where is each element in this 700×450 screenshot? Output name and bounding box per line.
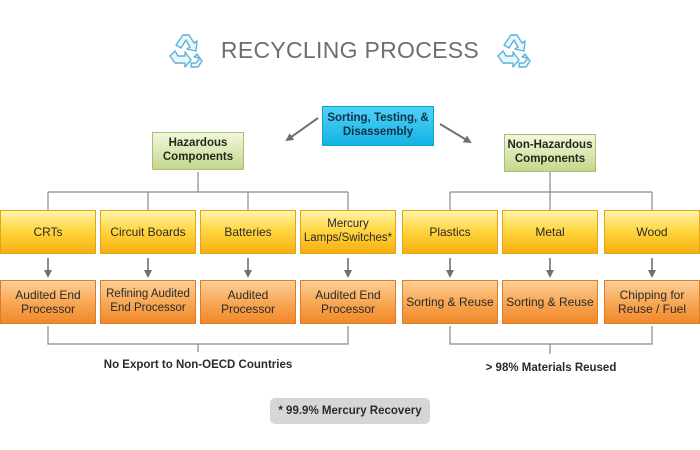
type-node-label: Batteries [224,224,272,239]
category-non-hazardous-label: Non-Hazardous Components [507,139,593,165]
processor-node-label: Sorting & Reuse [506,294,594,309]
processor-node-label: Refining Audited End Processor [106,288,190,314]
page-title: RECYCLING PROCESS [220,36,480,63]
processor-node: Audited End Processor [300,280,396,324]
recycle-icon [496,34,531,68]
processor-node-label: Audited End Processor [15,287,81,316]
type-node: Metal [502,210,598,254]
processor-node: Audited Processor [200,280,296,324]
type-node-label: Wood [636,224,668,239]
title-bar: RECYCLING PROCESS [0,30,700,74]
type-node: Batteries [200,210,296,254]
type-node: Mercury Lamps/Switches* [300,210,396,254]
recycle-icon [169,34,204,68]
category-non-hazardous: Non-Hazardous Components [504,134,596,172]
type-node-label: Metal [535,224,565,239]
processor-node-label: Sorting & Reuse [406,294,494,309]
type-node: Wood [604,210,700,254]
caption-hazardous: No Export to Non-OECD Countries [103,359,293,371]
processor-node: Audited End Processor [0,280,96,324]
non-hazardous-tree-lines [449,172,653,354]
caption-non-hazardous: > 98% Materials Reused [485,362,617,374]
down-arrows [44,258,656,278]
processor-node: Refining Audited End Processor [100,280,196,324]
type-node: Plastics [402,210,498,254]
category-hazardous-label: Hazardous Components [162,137,234,163]
processor-node-label: Chipping for Reuse / Fuel [617,287,687,316]
processor-node: Sorting & Reuse [402,280,498,324]
type-node-label: Mercury Lamps/Switches* [303,218,393,244]
arrow-root-to-hazardous [285,117,319,142]
processor-node: Chipping for Reuse / Fuel [604,280,700,324]
type-node-label: Circuit Boards [110,224,186,239]
root-node: Sorting, Testing, & Disassembly [322,106,434,146]
arrow-root-to-non-hazardous [439,123,472,144]
processor-node-label: Audited End Processor [315,287,381,316]
root-node-label: Sorting, Testing, & Disassembly [327,112,429,138]
type-node-label: CRTs [33,224,63,239]
type-node: CRTs [0,210,96,254]
type-node: Circuit Boards [100,210,196,254]
hazardous-tree-lines [47,172,349,352]
processor-node: Sorting & Reuse [502,280,598,324]
category-hazardous: Hazardous Components [152,132,244,170]
footnote-label: * 99.9% Mercury Recovery [278,405,422,417]
type-node-label: Plastics [429,224,471,239]
processor-node-label: Audited Processor [220,287,276,316]
footnote-badge: * 99.9% Mercury Recovery [270,398,430,424]
